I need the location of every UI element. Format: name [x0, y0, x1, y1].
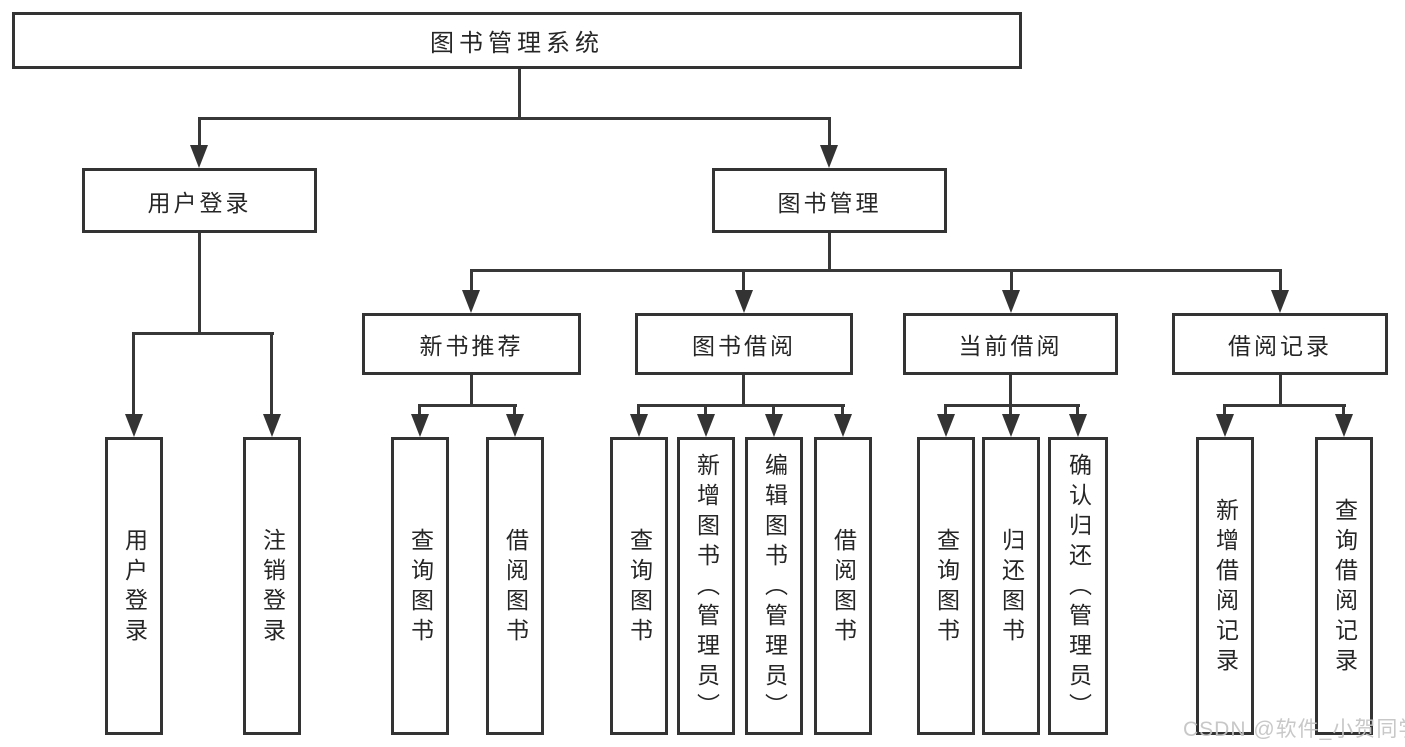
arrow-down-icon [190, 145, 208, 168]
connector-vline [470, 375, 473, 407]
connector-vline [470, 269, 473, 293]
connector-vline [742, 269, 745, 293]
connector-hline [1223, 404, 1346, 407]
connector-vline [518, 69, 521, 118]
arrow-down-icon [506, 414, 524, 437]
connector-vline [828, 117, 831, 148]
node-leaf-return-books: 归还图书 [982, 437, 1040, 735]
node-leaf-add-borrow-record: 新增借阅记录 [1196, 437, 1254, 735]
node-leaf-confirm-return-admin: 确认归还（管理员） [1048, 437, 1108, 735]
connector-hline [637, 404, 845, 407]
connector-vline [1223, 404, 1226, 416]
connector-vline [198, 233, 201, 335]
connector-vline [637, 404, 640, 416]
connector-vline [841, 404, 844, 416]
node-book-management: 图书管理 [712, 168, 947, 233]
connector-vline [418, 404, 421, 416]
node-book-borrowing: 图书借阅 [635, 313, 853, 375]
connector-vline [944, 404, 947, 416]
node-leaf-borrow-books-recommend: 借阅图书 [486, 437, 544, 735]
node-new-book-recommend: 新书推荐 [362, 313, 581, 375]
csdn-watermark: CSDN @软件_小贺同学 [1183, 718, 1405, 741]
node-leaf-query-books-current: 查询图书 [917, 437, 975, 735]
arrow-down-icon [462, 290, 480, 313]
arrow-down-icon [937, 414, 955, 437]
node-leaf-query-books-borrow: 查询图书 [610, 437, 668, 735]
arrow-down-icon [820, 145, 838, 168]
arrow-down-icon [1271, 290, 1289, 313]
connector-hline [198, 117, 831, 120]
arrow-down-icon [834, 414, 852, 437]
arrow-down-icon [263, 414, 281, 437]
connector-vline [132, 332, 135, 416]
node-leaf-edit-books-admin: 编辑图书（管理员） [745, 437, 803, 735]
connector-vline [1279, 269, 1282, 293]
node-library-system: 图书管理系统 [12, 12, 1022, 69]
arrow-down-icon [765, 414, 783, 437]
connector-hline [132, 332, 274, 335]
arrow-down-icon [1335, 414, 1353, 437]
node-leaf-query-borrow-record: 查询借阅记录 [1315, 437, 1373, 735]
node-leaf-query-books-recommend: 查询图书 [391, 437, 449, 735]
node-borrowing-records: 借阅记录 [1172, 313, 1388, 375]
arrow-down-icon [1216, 414, 1234, 437]
arrow-down-icon [1069, 414, 1087, 437]
arrow-down-icon [630, 414, 648, 437]
connector-vline [742, 375, 745, 407]
node-current-borrowing: 当前借阅 [903, 313, 1118, 375]
arrow-down-icon [1002, 414, 1020, 437]
connector-vline [1010, 269, 1013, 293]
node-leaf-add-books-admin: 新增图书（管理员） [677, 437, 735, 735]
arrow-down-icon [411, 414, 429, 437]
connector-vline [704, 404, 707, 416]
connector-vline [828, 233, 831, 272]
connector-vline [1279, 375, 1282, 407]
node-user-login: 用户登录 [82, 168, 317, 233]
connector-vline [772, 404, 775, 416]
connector-hline [944, 404, 1080, 407]
arrow-down-icon [697, 414, 715, 437]
connector-vline [1009, 404, 1012, 416]
connector-vline [1009, 375, 1012, 407]
node-leaf-user-login: 用户登录 [105, 437, 163, 735]
connector-vline [270, 332, 273, 416]
connector-vline [1076, 404, 1079, 416]
connector-vline [198, 117, 201, 148]
connector-vline [513, 404, 516, 416]
node-leaf-borrow-books: 借阅图书 [814, 437, 872, 735]
connector-hline [418, 404, 517, 407]
node-leaf-logout: 注销登录 [243, 437, 301, 735]
arrow-down-icon [125, 414, 143, 437]
arrow-down-icon [735, 290, 753, 313]
connector-vline [1342, 404, 1345, 416]
connector-hline [470, 269, 1282, 272]
arrow-down-icon [1002, 290, 1020, 313]
